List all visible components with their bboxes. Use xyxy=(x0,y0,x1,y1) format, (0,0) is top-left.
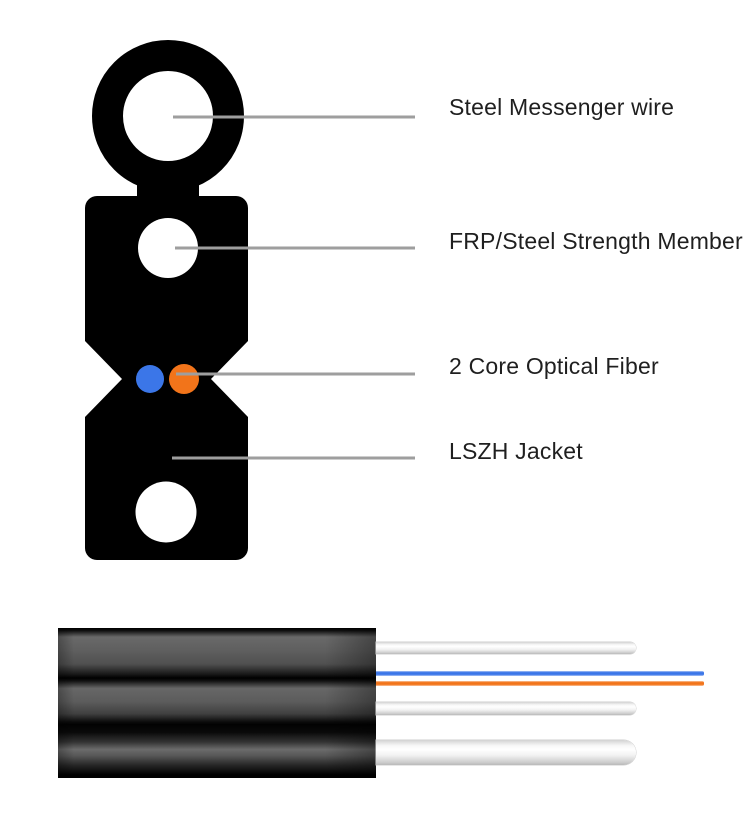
blue-fiber-strand xyxy=(376,671,704,676)
strength-member-hole xyxy=(138,218,198,278)
frp-rod-middle xyxy=(376,702,636,715)
jacket-band-top xyxy=(58,628,376,678)
lower-strength-member-hole xyxy=(135,481,197,543)
frp-rod-top xyxy=(376,642,636,654)
orange-fiber-strand xyxy=(376,681,704,686)
orange-fiber-dot xyxy=(169,364,199,394)
jacket-band-messenger xyxy=(58,725,376,778)
blue-fiber-dot xyxy=(136,365,164,393)
cable-cross-section-diagram xyxy=(85,40,415,560)
label-2-core-optical-fiber: 2 Core Optical Fiber xyxy=(449,353,659,379)
steel-messenger-rod xyxy=(376,740,636,765)
jacket-body-shape xyxy=(85,196,248,560)
jacket-shading-overlay xyxy=(58,628,376,778)
label-steel-messenger-wire: Steel Messenger wire xyxy=(449,94,675,120)
label-lszh-jacket: LSZH Jacket xyxy=(449,438,583,464)
cable-photo-jacket xyxy=(58,628,376,778)
label-frp-steel-strength-member: FRP/Steel Strength Member xyxy=(449,228,743,254)
jacket-band-middle xyxy=(58,678,376,725)
